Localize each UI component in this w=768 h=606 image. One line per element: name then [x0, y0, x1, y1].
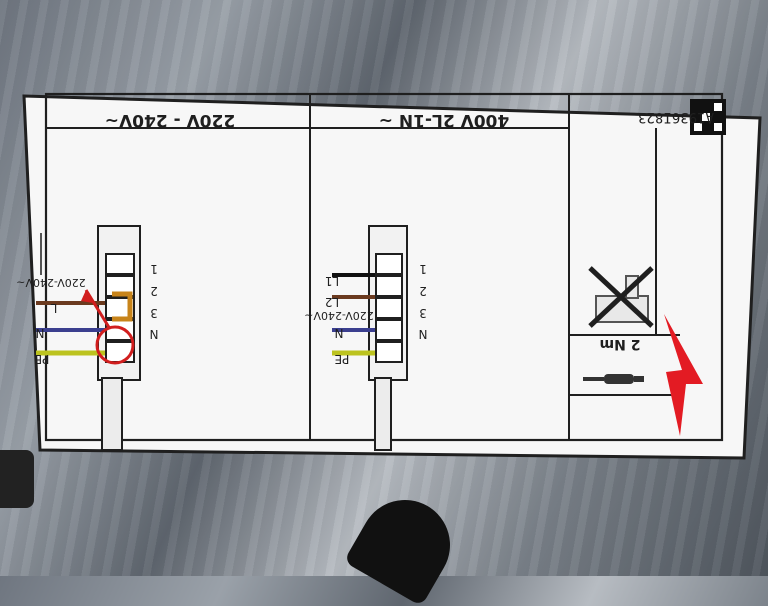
left-pe-label: PE	[35, 352, 50, 366]
middle-n-right-label: N	[419, 327, 428, 341]
middle-l2-label: L2	[325, 295, 339, 309]
middle-panel-title: 400V 2L-1N ~	[379, 110, 510, 130]
highlight-circle	[95, 325, 135, 365]
middle-panel-schematic: PE N L2 L1 220V-240V~ N 3 2 1	[304, 225, 428, 451]
wiring-label: 220V - 240V~ 400V 2L-1N ~ 2 Nm	[16, 92, 762, 460]
right-panel: 2 Nm A1936I823	[569, 99, 726, 436]
high-voltage-icon	[664, 314, 703, 436]
qr-code-icon	[690, 99, 726, 135]
middle-voltage-label: 220V-240V~	[304, 309, 374, 322]
product-code: A1936I823	[638, 109, 714, 125]
terminal-stack-middle	[375, 253, 403, 363]
left-n-label: N	[36, 326, 45, 340]
jumper	[112, 291, 133, 322]
no-power-drill-icon	[588, 266, 654, 328]
left-panel-schematic: PE N L 220V-240V~ N 3 2 1	[16, 225, 159, 451]
middle-3-label: 3	[419, 306, 427, 320]
middle-pe-label: PE	[335, 352, 350, 366]
highlight-arrow	[84, 289, 112, 330]
left-n-right-label: N	[150, 327, 159, 341]
middle-1-label: 1	[419, 262, 427, 276]
left-3-label: 3	[150, 306, 158, 320]
left-l-label: L	[50, 301, 57, 315]
terminal-stack-left	[105, 253, 135, 363]
middle-n-label: N	[335, 326, 344, 340]
middle-l1-label: L1	[325, 274, 339, 288]
middle-2-label: 2	[419, 284, 427, 298]
torque-label: 2 Nm	[600, 336, 641, 352]
left-1-label: 1	[150, 262, 158, 276]
left-mounting-clip	[0, 450, 34, 508]
left-panel-title: 220V - 240V~	[105, 110, 235, 130]
screwdriver-icon	[583, 374, 644, 384]
left-2-label: 2	[150, 284, 158, 298]
left-voltage-label: 220V-240V~	[16, 276, 86, 289]
